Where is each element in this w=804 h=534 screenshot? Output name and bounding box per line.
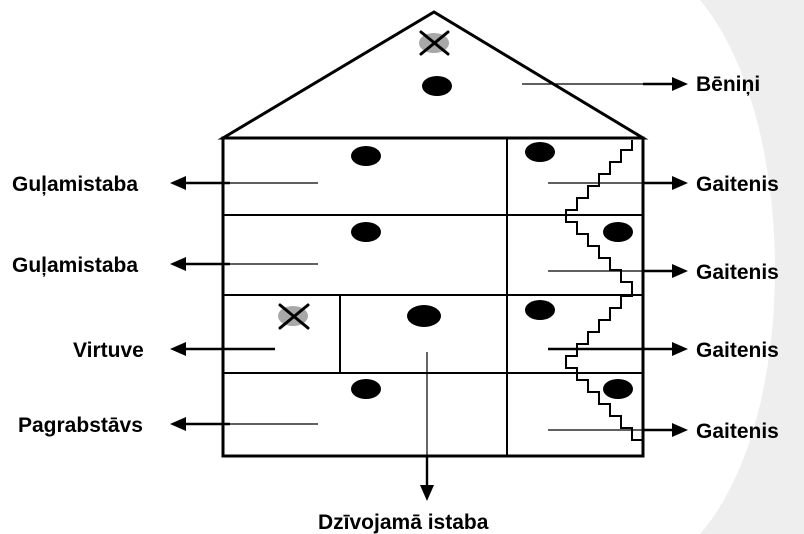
living-room-label: Dzīvojamā istaba	[318, 511, 489, 534]
basement-pointer	[170, 417, 318, 431]
hallway-3-pointer	[548, 342, 688, 356]
hallway-3-label: Gaitenis	[696, 339, 779, 362]
bedroom-lower-dot	[351, 222, 381, 242]
kitchen-pointer	[170, 342, 275, 356]
background-shape	[700, 0, 804, 534]
attic-dot	[422, 76, 452, 96]
attic-pointer	[522, 77, 688, 91]
hallway-3-dot	[525, 300, 555, 320]
living-room-pointer	[420, 352, 434, 501]
kitchen-cross-icon	[278, 303, 310, 330]
living-room-dot	[407, 305, 441, 327]
bedroom-upper-pointer	[170, 176, 318, 190]
staircase	[565, 140, 643, 441]
hallway-1-pointer	[548, 176, 688, 190]
hallway-4-label: Gaitenis	[696, 420, 779, 443]
kitchen-label: Virtuve	[73, 339, 144, 362]
hallway-2-dot	[603, 222, 633, 242]
hallway-4-pointer	[548, 423, 688, 437]
attic-label: Bēniņi	[696, 73, 760, 96]
bedroom-lower-pointer	[170, 257, 318, 271]
hallway-2-pointer	[548, 264, 688, 278]
hallway-2-label: Gaitenis	[696, 261, 779, 284]
attic-cross-icon	[419, 30, 450, 56]
bedroom-upper-dot	[351, 146, 381, 166]
house-outer-wall	[221, 136, 645, 458]
hallway-4-dot	[603, 379, 633, 399]
hallway-1-dot	[525, 142, 555, 162]
hallway-1-label: Gaitenis	[696, 173, 779, 196]
bedroom-lower-label: Guļamistaba	[12, 254, 138, 277]
basement-label: Pagrabstāvs	[18, 414, 143, 437]
roof-outline	[217, 10, 649, 140]
bedroom-upper-label: Guļamistaba	[12, 173, 138, 196]
basement-dot	[351, 379, 381, 399]
